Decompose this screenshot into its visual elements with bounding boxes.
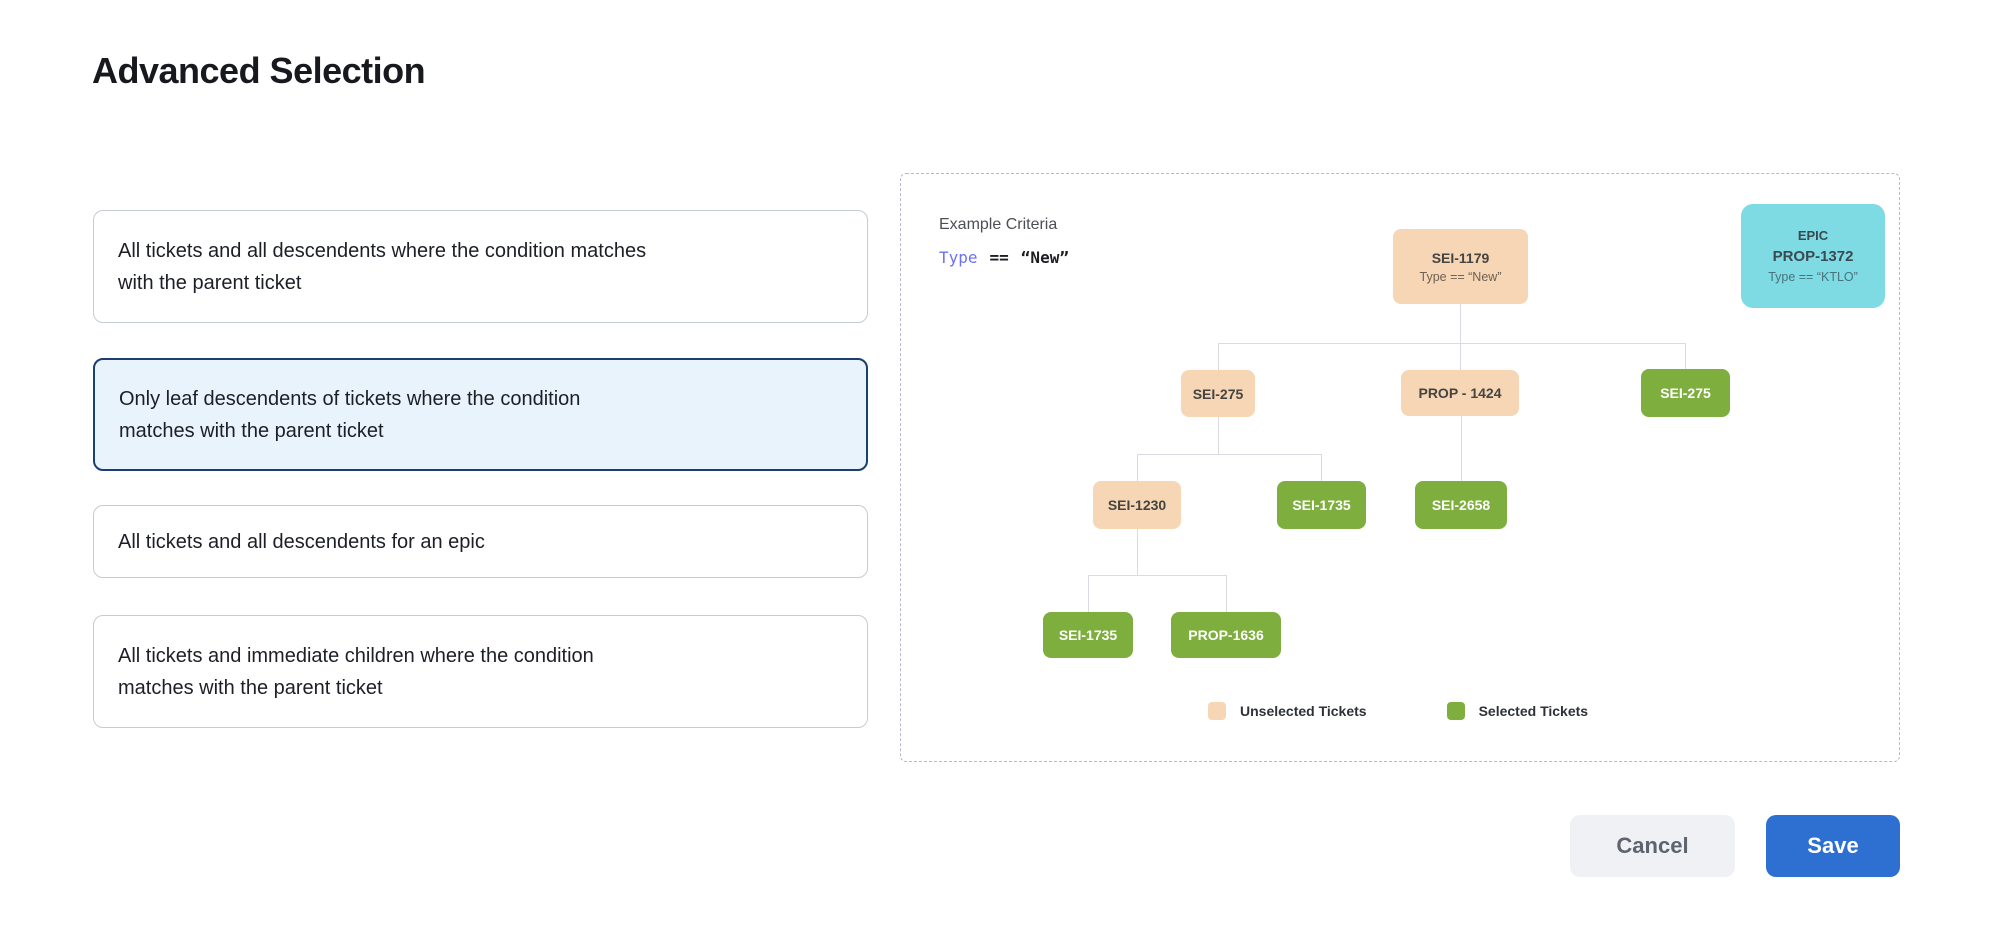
example-criteria-code: Type == “New”	[939, 248, 1069, 267]
epic-type-label: EPIC	[1797, 228, 1829, 243]
tree-connector	[1218, 343, 1686, 344]
tree-connector	[1226, 575, 1227, 612]
option-all-descendents[interactable]: All tickets and all descendents where th…	[93, 210, 868, 323]
option-label: Only leaf descendents of tickets where t…	[119, 387, 581, 442]
save-button[interactable]: Save	[1766, 815, 1900, 877]
epic-card: EPIC PROP-1372 Type == “KTLO”	[1741, 204, 1885, 308]
option-label: All tickets and all descendents where th…	[118, 239, 647, 294]
option-leaf-descendents[interactable]: Only leaf descendents of tickets where t…	[93, 358, 868, 471]
cancel-button[interactable]: Cancel	[1570, 815, 1735, 877]
tree-connector	[1460, 304, 1461, 343]
page-title: Advanced Selection	[92, 50, 426, 91]
option-label: All tickets and immediate children where…	[118, 644, 594, 699]
criteria-operator: ==	[989, 248, 1009, 267]
tree-node: PROP - 1424	[1401, 370, 1519, 416]
unselected-tickets-swatch	[1208, 702, 1226, 720]
tree-connector	[1088, 575, 1226, 576]
tree-node: SEI-275	[1181, 370, 1255, 417]
tree-connector	[1461, 416, 1462, 481]
example-panel: Example Criteria Type == “New” EPIC PROP-1…	[900, 173, 1900, 762]
selected-tickets-label: Selected Tickets	[1478, 703, 1589, 719]
criteria-field: Type	[939, 248, 978, 267]
tree-node: SEI-1230	[1093, 481, 1181, 529]
option-epic-descendents[interactable]: All tickets and all descendents for an e…	[93, 505, 868, 578]
tree-node: SEI-1735	[1277, 481, 1366, 529]
tree-connector	[1685, 343, 1686, 369]
tree-node: SEI-275	[1641, 369, 1730, 417]
tree-connector	[1321, 454, 1322, 481]
unselected-tickets-label: Unselected Tickets	[1240, 703, 1367, 719]
legend: Unselected Tickets Selected Tickets	[1208, 702, 1588, 720]
tree-connector	[1088, 575, 1089, 612]
criteria-value: “New”	[1020, 248, 1069, 267]
tree-node-root: SEI-1179 Type == “New”	[1393, 229, 1528, 304]
tree-connector	[1137, 529, 1138, 575]
example-criteria-heading: Example Criteria	[939, 216, 1058, 233]
tree-connector	[1218, 343, 1219, 370]
tree-connector	[1460, 343, 1461, 370]
tree-connector	[1218, 417, 1219, 454]
option-label: All tickets and all descendents for an e…	[118, 530, 485, 553]
tree-node: PROP-1636	[1171, 612, 1281, 658]
tree-node: SEI-2658	[1415, 481, 1507, 529]
tree-connector	[1137, 454, 1321, 455]
option-list: All tickets and all descendents where th…	[93, 210, 868, 728]
option-immediate-children[interactable]: All tickets and immediate children where…	[93, 615, 868, 728]
tree-node: SEI-1735	[1043, 612, 1133, 658]
tree-connector	[1137, 454, 1138, 481]
epic-ticket-id: PROP-1372	[1772, 248, 1854, 265]
epic-condition: Type == “KTLO”	[1768, 270, 1858, 284]
selected-tickets-swatch	[1446, 702, 1465, 720]
